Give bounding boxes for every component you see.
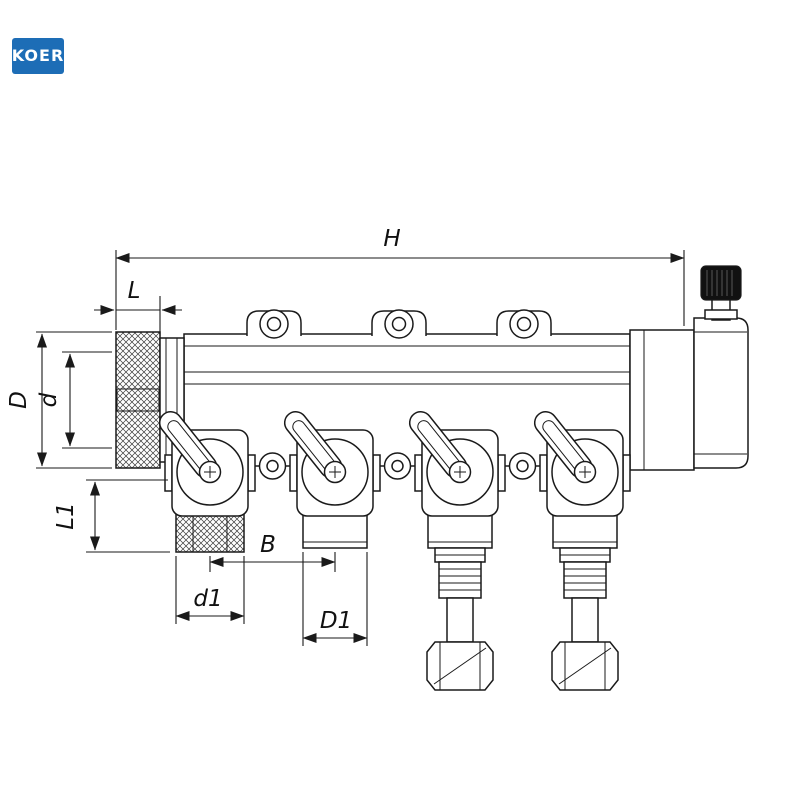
mounting-ear [371, 309, 427, 339]
mounting-ear [496, 309, 552, 339]
outlet-1-threaded [175, 513, 245, 553]
dimension-D1: D1 [302, 552, 368, 646]
outlet-4 [552, 513, 618, 549]
outlet-2 [302, 513, 368, 549]
vent-knob [700, 265, 742, 301]
vent-valve [700, 265, 742, 321]
dim-label-L1: L1 [53, 502, 79, 529]
logo-text: KOER [12, 46, 65, 65]
compression-fitting-1 [426, 547, 494, 691]
dim-label-d: d [36, 392, 62, 407]
dim-label-B: B [260, 532, 276, 558]
vent-knob-ridges [706, 270, 733, 296]
dimension-B: B [209, 532, 336, 572]
dim-label-d1: d1 [193, 586, 222, 612]
dimension-L: L [94, 278, 182, 336]
compression-fitting-2 [551, 547, 619, 691]
dim-label-D1: D1 [320, 608, 352, 634]
dim-label-H: H [383, 226, 400, 252]
dim-label-L: L [128, 278, 141, 304]
dim-label-D: D [6, 391, 32, 409]
vent-collar [704, 309, 738, 320]
logo-background [12, 38, 64, 74]
mounting-ear [246, 309, 302, 339]
end-cap [629, 317, 749, 471]
dimension-d1: d1 [175, 556, 245, 624]
mounting-ears [246, 309, 552, 339]
manifold-bosses [258, 452, 537, 480]
dimension-L1: L1 [53, 479, 170, 553]
dimension-d: d [36, 351, 112, 449]
outlet-3 [427, 513, 493, 549]
dimension-D: D [6, 331, 112, 469]
manifold-assembly [115, 265, 749, 691]
dimensions: H L D d L1 B [6, 226, 685, 646]
brand-logo: KOER [12, 38, 65, 74]
dimension-H: H [115, 226, 685, 330]
